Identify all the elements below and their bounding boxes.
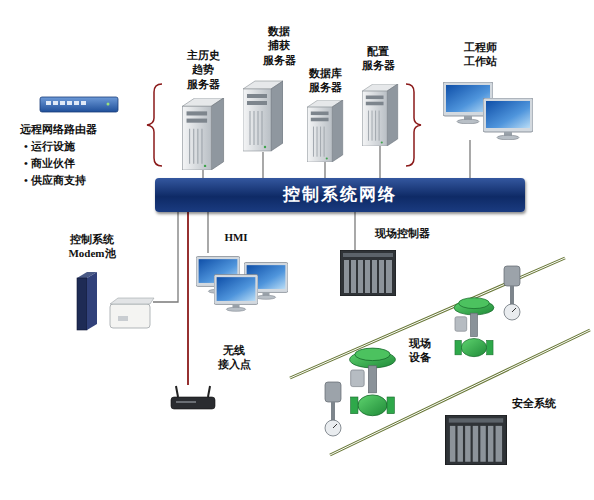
valve-icon: [350, 348, 396, 416]
access-point-node: 无线 接入点: [170, 385, 216, 413]
device-label: 控制系统 Modem池: [68, 232, 115, 261]
valve-icon: [454, 298, 494, 357]
device-label: 工程师 工作站: [464, 40, 497, 69]
router-icon: [40, 97, 118, 112]
transmitter-icon: [325, 382, 341, 436]
network-link: [207, 212, 208, 253]
group-bracket: [147, 84, 162, 166]
device-label: 现场 设备: [409, 336, 431, 365]
device-label: • 商业伙伴: [24, 156, 75, 170]
network-link: [187, 212, 189, 385]
device-label: 主历史 趋势 服务器: [187, 48, 220, 91]
network-link: [202, 170, 203, 178]
modem-icon: [77, 272, 154, 330]
device-label: 配置 服务器: [362, 44, 395, 73]
router-node: 远程网络路由器• 运行设施• 商业伙伴• 供应商支持: [40, 97, 118, 114]
controller-rack: [340, 250, 396, 296]
hmi-node: HMI: [195, 253, 290, 311]
network-link: [354, 212, 355, 250]
workstation-node: 工程师 工作站: [443, 82, 535, 140]
network-bar: 控制系统网络: [155, 178, 525, 212]
transmitter-icon: [504, 266, 520, 320]
field-bus: [290, 258, 590, 455]
device-label: • 运行设施: [24, 139, 75, 153]
device-label: 安全系统: [512, 396, 556, 410]
server-icon: [362, 84, 397, 146]
safety-rack: [446, 415, 507, 465]
server-icon: [307, 100, 342, 162]
field-device-node: 现场 设备: [448, 292, 498, 362]
server-icon: [182, 98, 223, 170]
safety-node: 安全系统: [440, 415, 512, 465]
server-icon: [243, 81, 283, 151]
group-bracket: [406, 84, 421, 166]
device-label: 数据 捕获 服务器: [263, 24, 296, 67]
modem-node: 控制系统 Modem池: [75, 272, 153, 332]
device-label: 无线 接入点: [218, 343, 251, 372]
monitor-icon: [214, 275, 258, 312]
network-link: [379, 146, 380, 178]
server-node: 数据库 服务器: [305, 100, 345, 162]
network-link: [469, 140, 470, 178]
network-link: [324, 162, 325, 178]
device-label: 远程网络路由器: [20, 122, 97, 136]
network-link: [153, 212, 178, 302]
network-label: 控制系统网络: [283, 184, 397, 206]
device-label: 现场控制器: [375, 226, 430, 240]
server-node: 配置 服务器: [360, 84, 400, 146]
device-label: 数据库 服务器: [309, 66, 342, 95]
server-node: 数据 捕获 服务器: [243, 80, 283, 152]
controller-node: 现场控制器: [340, 250, 396, 296]
server-node: 主历史 趋势 服务器: [180, 98, 226, 170]
access-point-icon: [171, 386, 215, 409]
monitor-icon: [483, 98, 533, 140]
device-label: • 供应商支持: [24, 173, 86, 187]
network-link: [262, 152, 263, 178]
device-label: HMI: [224, 230, 247, 244]
